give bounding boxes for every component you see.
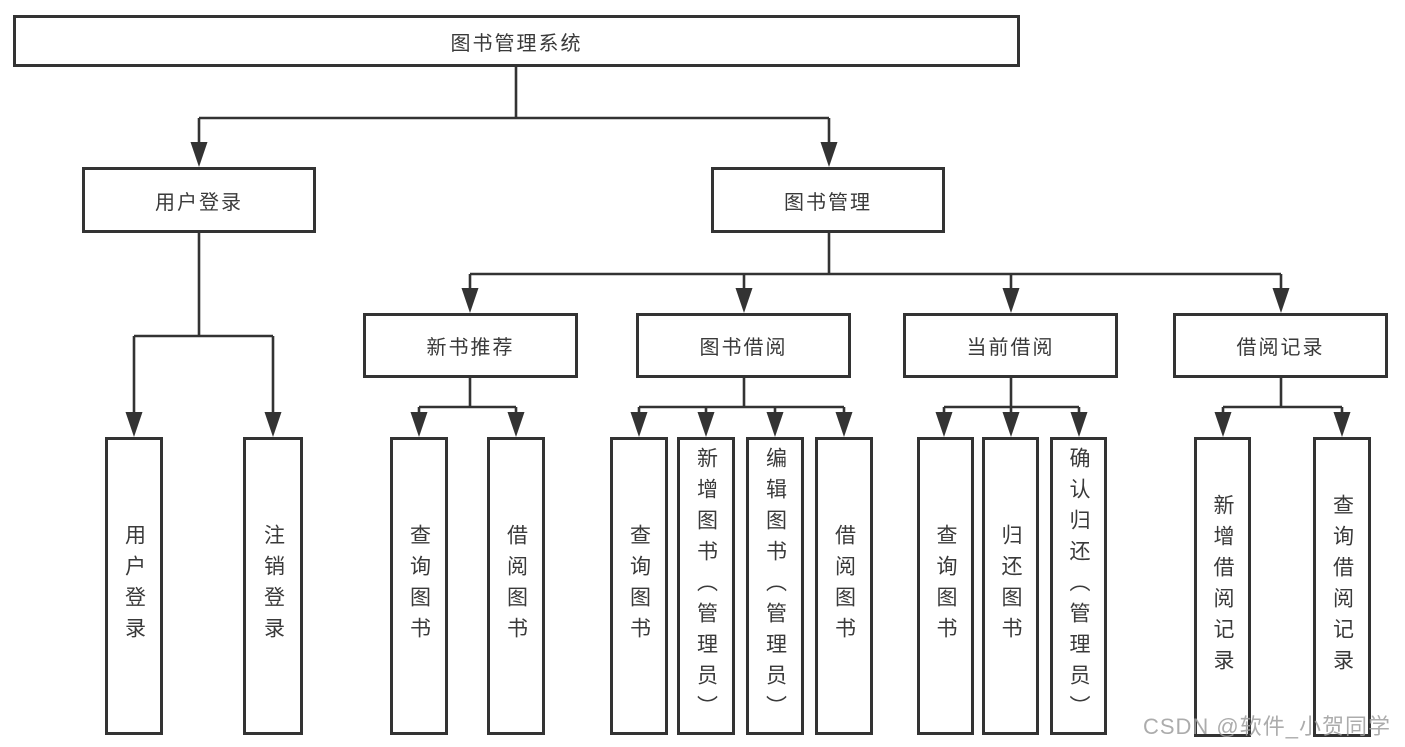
leaf-edit-book-admin: 编辑图书（管理员）	[746, 437, 804, 735]
leaf-borrow-books: 借阅图书	[815, 437, 873, 735]
node-borrowing-records-label: 借阅记录	[1236, 337, 1325, 359]
leaf-user-login: 用户登录	[105, 437, 163, 735]
node-user-login-label: 用户登录	[155, 191, 243, 214]
leaf-logout: 注销登录	[243, 437, 303, 735]
leaf-confirm-return-admin: 确认归还（管理员）	[1050, 437, 1107, 735]
node-borrowing-records: 借阅记录	[1173, 313, 1388, 378]
node-current-borrowing: 当前借阅	[903, 313, 1118, 378]
node-new-book-recommend: 新书推荐	[363, 313, 578, 378]
node-new-book-recommend-label: 新书推荐	[426, 337, 515, 359]
node-current-borrowing-label: 当前借阅	[966, 337, 1055, 359]
leaf-query-borrow-record: 查询借阅记录	[1313, 437, 1371, 737]
leaf-query-books-borrow: 查询图书	[610, 437, 668, 735]
node-user-login: 用户登录	[82, 167, 316, 233]
leaf-query-books-current: 查询图书	[917, 437, 974, 735]
leaf-add-borrow-record: 新增借阅记录	[1194, 437, 1251, 737]
csdn-watermark: CSDN @软件_小贺同学	[1142, 714, 1391, 739]
node-root: 图书管理系统	[13, 15, 1020, 67]
leaf-return-book: 归还图书	[982, 437, 1039, 735]
leaf-borrow-books-recommend: 借阅图书	[487, 437, 545, 735]
node-root-label: 图书管理系统	[450, 32, 583, 55]
node-book-management-label: 图书管理	[784, 191, 872, 214]
node-book-management: 图书管理	[711, 167, 945, 233]
leaf-query-books-recommend: 查询图书	[390, 437, 448, 735]
node-book-borrowing: 图书借阅	[636, 313, 851, 378]
node-book-borrowing-label: 图书借阅	[699, 337, 788, 359]
leaf-add-book-admin: 新增图书（管理员）	[677, 437, 735, 735]
